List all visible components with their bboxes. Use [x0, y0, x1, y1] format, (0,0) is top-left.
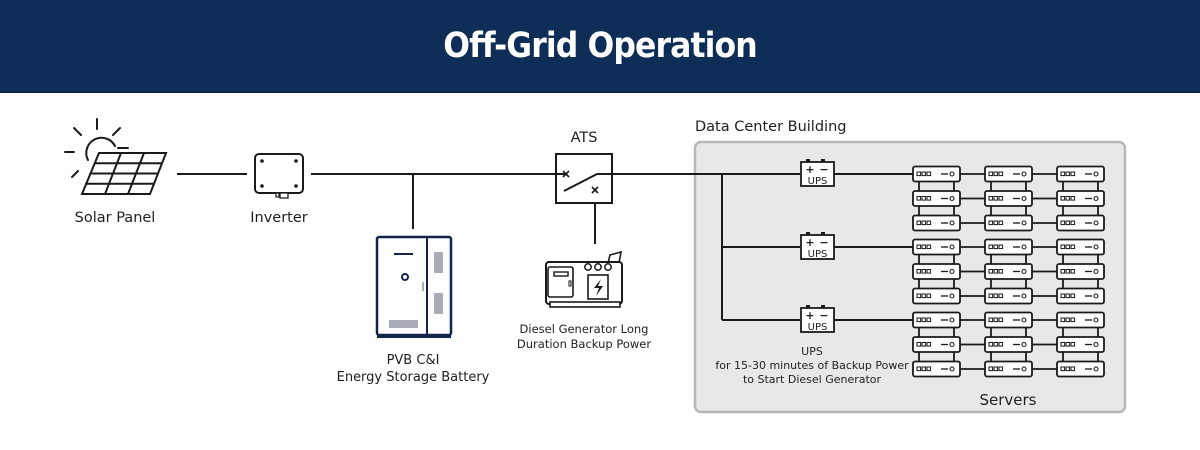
server-icon — [984, 287, 1033, 305]
server-icon — [984, 360, 1033, 378]
server-icon — [912, 311, 961, 329]
ups-plus-sign: + — [805, 309, 814, 322]
server-icon — [912, 360, 961, 378]
ups-battery-icon: +−UPS — [800, 232, 835, 260]
server-icon — [912, 238, 961, 256]
server-icon — [984, 311, 1033, 329]
server-icon — [912, 287, 961, 305]
server-icon — [1056, 165, 1105, 183]
solar-panel-icon — [64, 118, 168, 195]
server-icon — [1056, 287, 1105, 305]
ats-label: ATS — [571, 130, 598, 146]
ups-description-line3: to Start Diesel Generator — [743, 373, 882, 386]
server-icon — [912, 263, 961, 280]
server-icon — [912, 336, 961, 353]
ups-battery-icon: +−UPS — [800, 159, 835, 187]
server-icon — [912, 214, 961, 232]
server-grid — [912, 165, 1105, 378]
server-icon — [984, 214, 1033, 232]
generator-label-line1: Diesel Generator Long — [520, 322, 649, 336]
battery-cabinet-icon — [375, 235, 453, 338]
ups-unit: +−UPS — [800, 159, 913, 187]
page-title: Off-Grid Operation — [443, 26, 758, 66]
ups-label: UPS — [808, 249, 828, 260]
transfer-switch-icon — [555, 153, 613, 204]
battery-label-line2: Energy Storage Battery — [337, 370, 490, 385]
server-icon — [1056, 238, 1105, 256]
ups-plus-sign: + — [805, 163, 814, 176]
ups-unit: +−UPS — [800, 305, 913, 333]
server-icon — [912, 190, 961, 207]
server-icon — [1056, 214, 1105, 232]
ups-minus-sign: − — [819, 309, 828, 322]
data-center-label: Data Center Building — [695, 119, 846, 135]
generator-label-line2: Duration Backup Power — [517, 337, 651, 351]
server-icon — [1056, 311, 1105, 329]
server-icon — [912, 165, 961, 183]
ups-minus-sign: − — [819, 163, 828, 176]
ups-label: UPS — [808, 176, 828, 187]
servers-label: Servers — [979, 391, 1036, 409]
battery-label-line1: PVB C&I — [387, 353, 440, 368]
server-icon — [1056, 336, 1105, 353]
title-banner: Off-Grid Operation — [0, 0, 1200, 93]
server-icon — [984, 336, 1033, 353]
server-icon — [1056, 263, 1105, 280]
ups-label: UPS — [808, 322, 828, 333]
server-icon — [984, 190, 1033, 207]
diesel-generator-icon — [545, 250, 623, 308]
server-icon — [984, 263, 1033, 280]
ups-description-line2: for 15-30 minutes of Backup Power — [715, 359, 909, 372]
inverter-label: Inverter — [250, 210, 308, 226]
ups-description-line1: UPS — [801, 345, 823, 358]
ups-battery-icon: +−UPS — [800, 305, 835, 333]
ups-units: +−UPS+−UPS+−UPS — [800, 159, 913, 333]
ups-plus-sign: + — [805, 236, 814, 249]
server-icon — [984, 165, 1033, 183]
solar-panel-label: Solar Panel — [75, 210, 156, 226]
server-icon — [984, 238, 1033, 256]
server-icon — [1056, 190, 1105, 207]
ups-minus-sign: − — [819, 236, 828, 249]
inverter-icon — [254, 153, 304, 199]
ups-unit: +−UPS — [800, 232, 913, 260]
server-icon — [1056, 360, 1105, 378]
